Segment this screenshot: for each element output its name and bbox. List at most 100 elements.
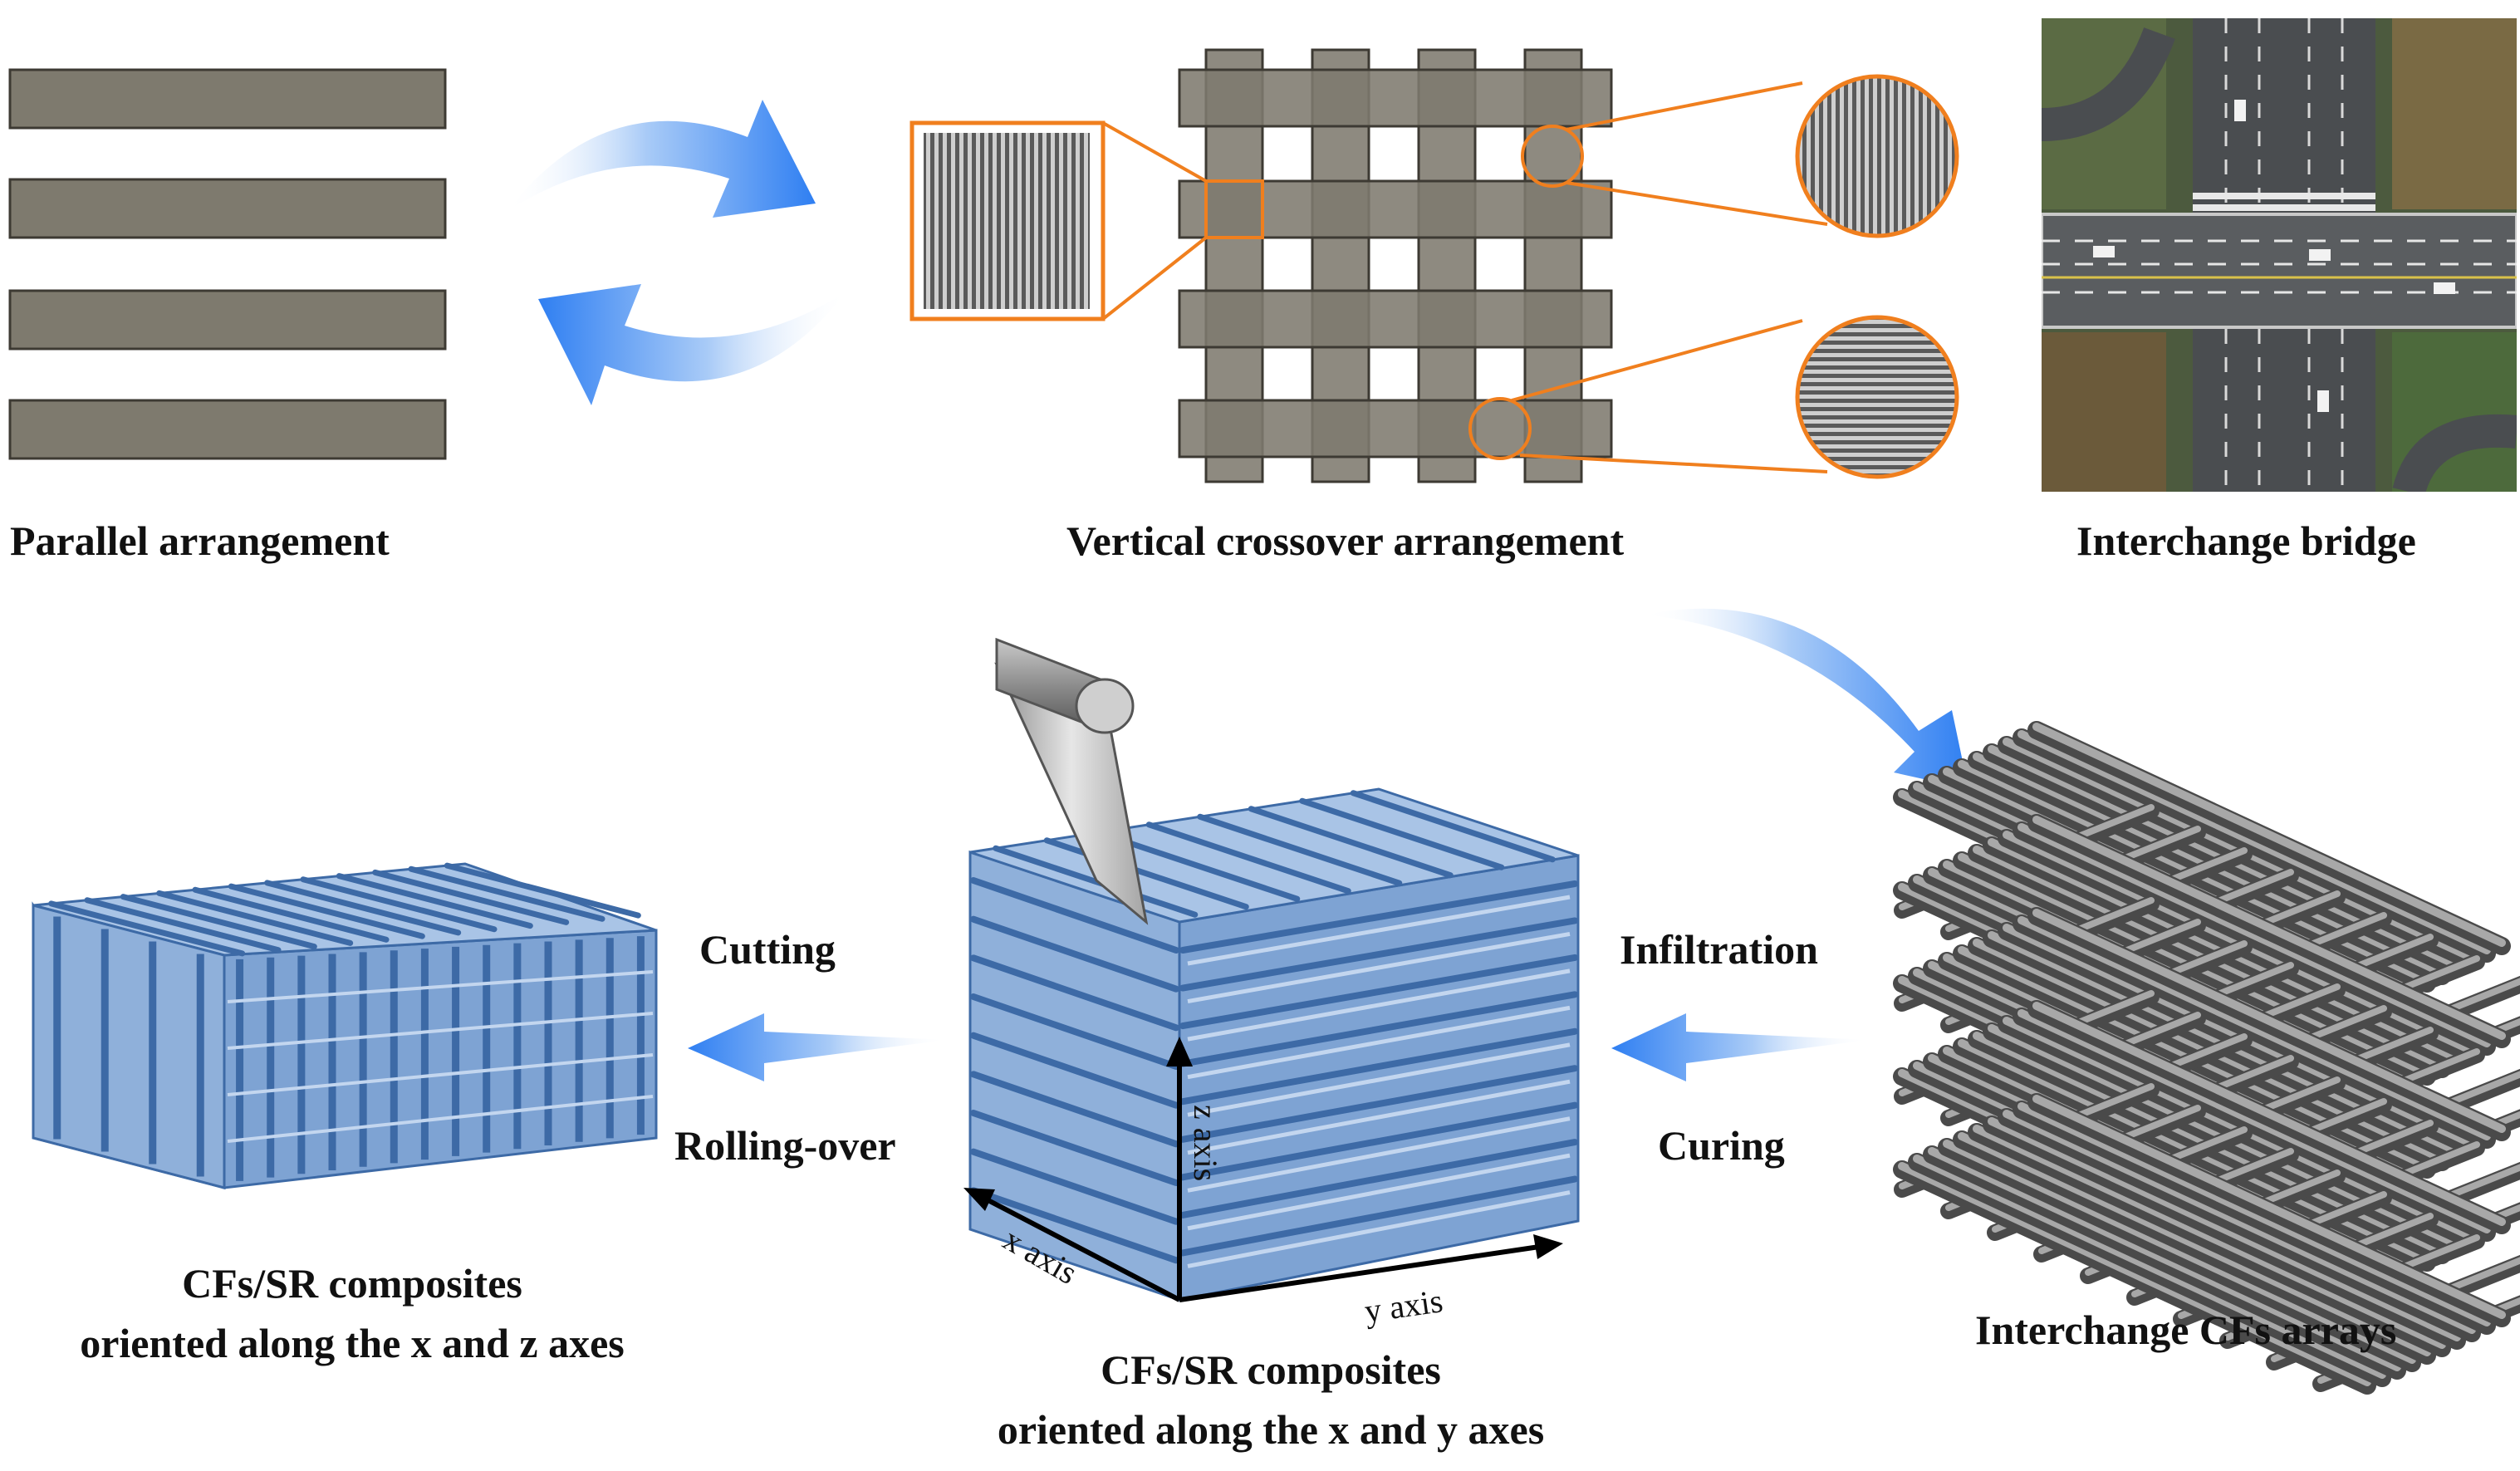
cube-channel-right [1179,1101,1578,1181]
slab-rib [227,1053,654,1096]
cf-rod-highlight [2017,916,2491,1140]
cf-rod-highlight [2017,823,2491,1047]
slab-top-rod [336,873,533,929]
cube-top-rod [1197,813,1403,886]
cf-rod-highlight [1958,1132,2431,1356]
zoom-circle-horizontal [1468,315,1959,479]
cf-rod-highlight [1973,1125,2446,1349]
xy-caption-line1: CFs/SR composites [1101,1346,1441,1393]
cube-channel-left [970,993,1179,1070]
cube-channel-right [1179,1065,1578,1143]
cube-channel-highlight [1187,1153,1571,1231]
slab-top-rod [228,883,425,939]
arrow-to-cf-arrays [1645,608,1968,789]
bridge-label: Interchange bridge [2076,517,2416,564]
cf-rod-highlight [1988,1117,2461,1341]
cf-rod-highlight [2003,1110,2476,1334]
cube-top-rod [1043,837,1249,910]
cube-channel-highlight [1187,1042,1571,1117]
slab-rib [227,970,654,1003]
slab-side-face [32,904,226,1189]
cf-rod-highlight [2032,723,2506,947]
scraper-blade [994,637,1149,925]
crossover-grid [1178,48,1613,483]
cf-rod-highlight [1928,1147,2401,1371]
cf-arrays-3d [1893,721,2520,1395]
xz-caption-line2: oriented along the x and z axes [80,1320,625,1366]
cube-top-rod [1350,790,1556,863]
cycle-arrows [507,100,847,405]
cf-arrays-label: Interchange CFs arrays [1975,1307,2396,1353]
slab-top-rod [120,894,317,950]
cube-channel-left [970,877,1179,954]
slab-top-rod [300,876,498,933]
cube-channel-right [1179,954,1578,1030]
slab-top-rod [48,900,246,957]
parallel-fibers [8,68,447,460]
slab-top-rod [84,897,282,954]
slab-rib [227,1012,654,1050]
cube-channel-left [970,1110,1179,1186]
cube-channel-left [970,954,1179,1032]
xy-caption-line2: oriented along the x and y axes [998,1406,1544,1453]
slab-top-rod [444,862,641,919]
cf-rod-highlight [2032,1002,2506,1226]
cube-channel-highlight [1187,968,1571,1042]
cf-rod-highlight [1913,1155,2386,1379]
cube-channel-left [970,1071,1179,1148]
cube-left-face [968,850,1181,1302]
cube-channel-highlight [1187,931,1571,1004]
slab-top-rod [264,880,462,936]
cube-top-rod [1145,821,1351,895]
cf-rod-highlight [1943,1140,2416,1364]
cube-channel-left [970,1187,1179,1264]
slab-rib [227,1095,654,1143]
zoom-inset-square [909,120,1264,321]
cube-channel-right [1179,917,1578,992]
axes [963,1037,1563,1302]
infiltration-label: Infiltration [1620,926,1818,973]
slab-top-rod [156,890,354,946]
zoom-circle-vertical [1521,74,1959,238]
cube-channel-left [970,1148,1179,1225]
slab-top-rod [192,886,390,943]
arrow-infiltration [1611,1013,1869,1081]
cube-top-rod [1299,797,1505,870]
cf-rod-highlight [2032,816,2506,1040]
cube-channel-right [1179,880,1578,954]
curing-label: Curing [1658,1122,1785,1169]
cf-rod-highlight [2017,1102,2491,1326]
cube-channel-right [1179,991,1578,1067]
slab-top-rod [408,865,605,922]
cutting-label: Cutting [699,926,836,973]
bridge-photo [2042,18,2517,492]
z-axis-label: z axis [1187,1105,1224,1181]
cube-channel-right [1179,1175,1578,1257]
cube-channel-highlight [1187,1190,1571,1268]
cube-top-rod [993,845,1199,918]
cube-channel-left [970,915,1179,993]
cube-channel-highlight [1187,895,1571,966]
xz-caption-line1: CFs/SR composites [182,1260,522,1307]
cf-rod-highlight [2017,1009,2491,1233]
rolling-label: Rolling-over [674,1122,896,1169]
cube-channel-highlight [1187,1116,1571,1193]
composite-cube-xy [968,787,1580,1302]
cube-channel-right [1179,1139,1578,1218]
slab-top-rod [372,869,570,925]
cube-channel-highlight [1187,1005,1571,1080]
parallel-label: Parallel arrangement [10,517,390,564]
cf-rod-highlight [2017,730,2491,954]
cube-channel-right [1179,1027,1578,1106]
cf-rod-highlight [2032,1095,2506,1319]
y-axis-label: y axis [1362,1282,1445,1330]
cube-channel-left [970,1032,1179,1109]
crossover-label: Vertical crossover arrangement [1066,517,1624,564]
arrow-cutting [688,1013,947,1081]
cube-channel-highlight [1187,1079,1571,1155]
cube-top-rod [1248,806,1454,879]
cf-rod-highlight [1898,1162,2371,1386]
cf-rod-highlight [2032,909,2506,1133]
composite-slab-xz [32,862,658,1189]
